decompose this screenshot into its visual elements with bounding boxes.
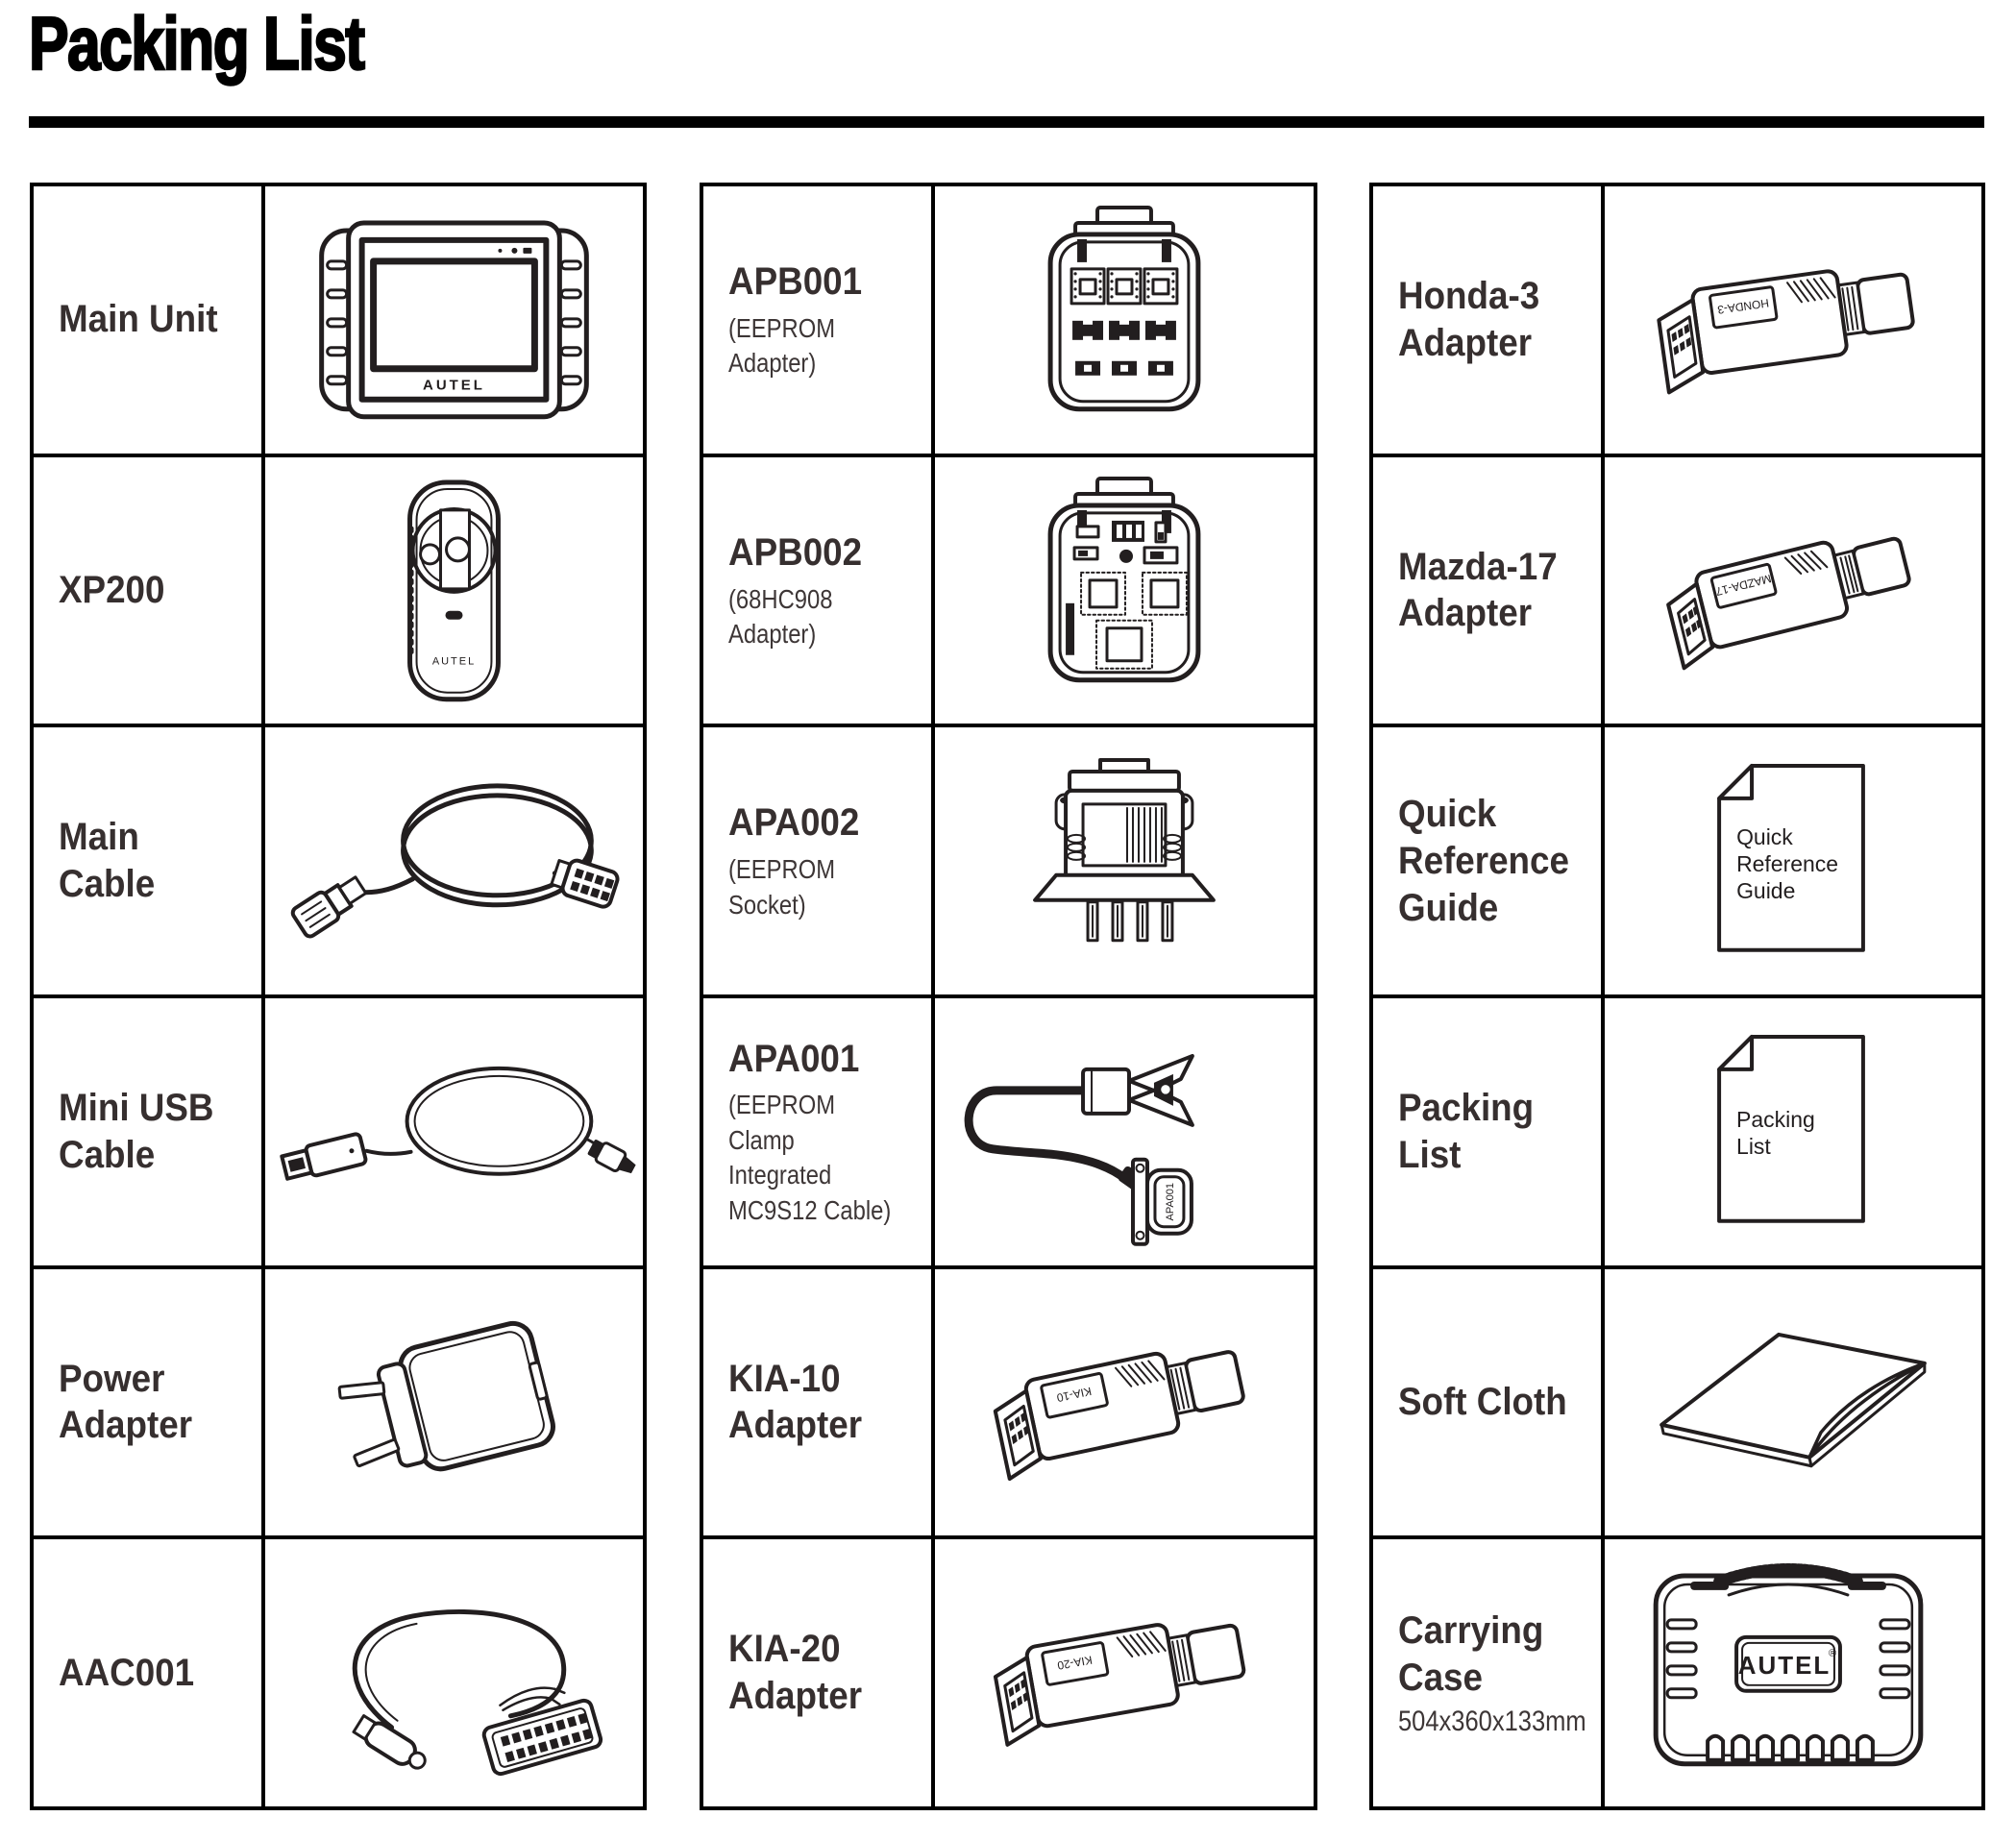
item-label: Mazda-17 Adapter [1398,545,1558,635]
item-sublabel: (EEPROM Adapter) [728,312,836,379]
item-illustration-cell [935,186,1314,454]
packing-table-2: APB001 (EEPROM Adapter) [700,183,1317,1810]
item-label-cell: APA001 (EEPROM Clamp Integrated MC9S12 C… [703,997,931,1265]
item-illustration-cell: HONDA-3 [1605,186,1981,454]
device-brand-text: AUTEL [423,378,485,394]
item-illustration-cell: KIA-10 [935,1268,1314,1536]
item-label: Main Unit [59,298,218,341]
item-label: APA001 [728,1037,860,1080]
item-illustration-cell: AUTEL ® [1605,1539,1981,1806]
item-illustration-cell: Quick Reference Guide [1605,727,1981,994]
item-label: XP200 [59,569,165,612]
item-label-cell: Mini USB Cable [34,997,261,1265]
item-dimensions: 504x360x133mm [1398,1705,1586,1737]
device-brand-text: AUTEL [432,655,476,667]
item-label-cell: Packing List [1373,997,1601,1265]
packing-table-1: Main Unit AUTEL [30,183,647,1810]
main-cable-illustration [290,783,620,939]
doc-text-line: Guide [1736,878,1795,903]
quick-reference-guide-doc-icon: Quick Reference Guide [1717,764,1865,953]
item-label: APB002 [728,530,863,574]
item-label-cell: AAC001 [34,1539,261,1806]
item-label: Quick Reference Guide [1398,792,1569,929]
item-sublabel: (68HC908 Adapter) [728,583,833,649]
item-label-cell: APA002 (EEPROM Socket) [703,727,931,994]
page-title: Packing List [28,0,366,86]
power-adapter-illustration [337,1320,555,1471]
apb002-illustration [1047,476,1201,682]
item-label-cell: KIA-10 Adapter [703,1268,931,1536]
case-brand-reg-mark: ® [1829,1648,1836,1659]
item-label: KIA-10 Adapter [728,1357,863,1447]
item-illustration-cell [935,727,1314,994]
item-label: Honda-3 Adapter [1398,275,1540,364]
item-illustration-cell: APA001 [935,997,1314,1265]
item-sublabel: (EEPROM Socket) [728,854,836,920]
soft-cloth-illustration [1660,1332,1927,1467]
item-illustration-cell: AUTEL [265,456,643,724]
item-label: APA002 [728,801,860,845]
apa002-illustration [1033,758,1216,943]
doc-text-line: Reference [1736,851,1838,876]
item-illustration-cell [935,456,1314,724]
packing-table-3: Honda-3 Adapter HONDA-3 [1369,183,1985,1810]
connector-label-text: APA001 [1165,1183,1176,1220]
item-label-cell: Main Unit [34,186,261,454]
item-label: Main Cable [59,816,156,906]
item-illustration-cell [265,997,643,1265]
item-illustration-cell [265,1539,643,1806]
carrying-case-illustration: AUTEL ® [1653,1563,1924,1767]
item-label: Carrying Case [1398,1609,1544,1700]
item-label: AAC001 [59,1651,195,1694]
item-label: Soft Cloth [1398,1381,1567,1424]
apa001-illustration: APA001 [964,1053,1194,1246]
item-label-cell: Power Adapter [34,1268,261,1536]
doc-text-line: Packing [1736,1107,1815,1132]
kia-10-adapter-illustration: KIA-10 [993,1349,1245,1481]
mazda-17-adapter-illustration: MAZDA-17 [1666,536,1911,670]
adapter-label-text: KIA-20 [1056,1654,1094,1673]
item-illustration-cell: AUTEL [265,186,643,454]
kia-20-adapter-illustration: KIA-20 [993,1623,1246,1748]
item-label: Mini USB Cable [59,1087,214,1176]
item-illustration-cell: MAZDA-17 [1605,456,1981,724]
item-label-cell: Mazda-17 Adapter [1373,456,1601,724]
honda-3-adapter-illustration: HONDA-3 [1657,269,1915,395]
item-label-cell: Honda-3 Adapter [1373,186,1601,454]
item-illustration-cell [1605,1268,1981,1536]
packing-list-doc-icon: Packing List [1717,1034,1865,1223]
aac001-illustration [352,1609,603,1777]
xp200-illustration: AUTEL [407,479,501,701]
item-label-cell: Quick Reference Guide [1373,727,1601,994]
title-rule [29,116,1984,128]
item-label: Packing List [1398,1087,1535,1176]
item-label-cell: Carrying Case 504x360x133mm [1373,1539,1601,1806]
item-label-cell: APB001 (EEPROM Adapter) [703,186,931,454]
case-brand-text: AUTEL [1738,1651,1832,1680]
item-sublabel: (EEPROM Clamp Integrated MC9S12 Cable) [728,1090,892,1225]
item-label-cell: APB002 (68HC908 Adapter) [703,456,931,724]
apb001-illustration [1047,205,1201,412]
item-label: KIA-20 Adapter [728,1628,863,1718]
item-label-cell: Main Cable [34,727,261,994]
item-label-cell: Soft Cloth [1373,1268,1601,1536]
doc-text-line: Quick [1736,824,1793,849]
item-illustration-cell: KIA-20 [935,1539,1314,1806]
doc-text-line: List [1736,1134,1771,1159]
item-label-cell: XP200 [34,456,261,724]
item-label-cell: KIA-20 Adapter [703,1539,931,1806]
main-unit-illustration: AUTEL [319,220,589,420]
item-illustration-cell: Packing List [1605,997,1981,1265]
item-illustration-cell [265,1268,643,1536]
item-illustration-cell [265,727,643,994]
item-label: APB001 [728,260,863,304]
item-label: Power Adapter [59,1357,193,1447]
mini-usb-cable-illustration [280,1066,636,1181]
